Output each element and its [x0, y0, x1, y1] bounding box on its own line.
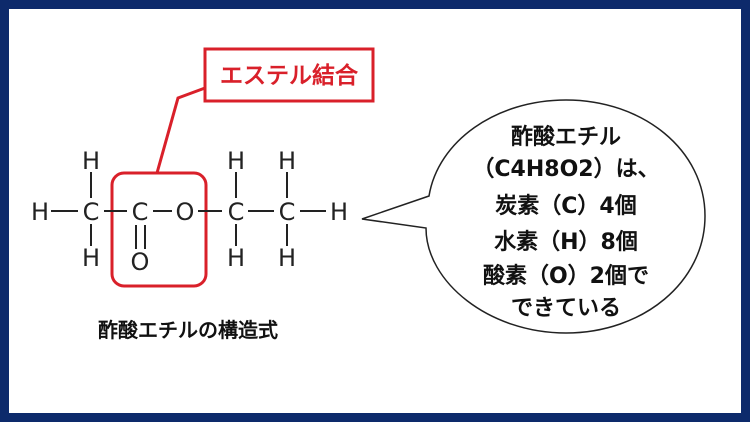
ester-bond-label-box — [203, 47, 375, 103]
atom-h: H — [31, 198, 49, 226]
speech-bubble — [361, 99, 706, 334]
bubble-line: 炭素（C）4個 — [495, 193, 636, 219]
atom-c: C — [228, 198, 245, 226]
bubble-line: 水素（H）8個 — [494, 229, 638, 255]
bubble-line: 酸素（O）2個で — [483, 263, 649, 289]
bubble-line: （C4H8O2）は、 — [472, 157, 659, 182]
atom-h: H — [82, 244, 100, 272]
bubble-line: 酢酸エチル — [511, 125, 621, 150]
atom-c: C — [279, 198, 296, 226]
atom-h: H — [278, 147, 296, 175]
atom-c: C — [132, 198, 149, 226]
structure-caption: 酢酸エチルの構造式 — [98, 318, 278, 342]
ester-bond-highlight — [110, 171, 208, 288]
atom-o: O — [176, 198, 195, 226]
atom-c: C — [83, 198, 100, 226]
atom-h: H — [227, 244, 245, 272]
bubble-line: できている — [511, 296, 621, 321]
atom-h: H — [227, 147, 245, 175]
atom-h: H — [82, 147, 100, 175]
atom-o: O — [131, 248, 150, 276]
callout-pointer — [155, 86, 206, 174]
ester-bond-label: エステル結合 — [220, 62, 359, 89]
atom-h: H — [278, 244, 296, 272]
atom-h: H — [330, 198, 348, 226]
